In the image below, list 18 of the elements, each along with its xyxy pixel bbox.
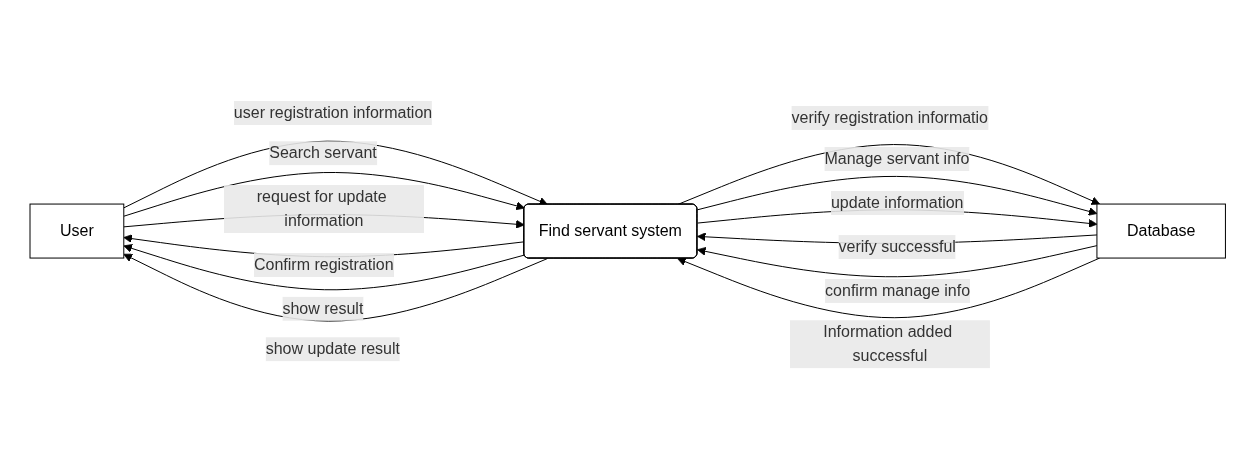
edge-label: confirm manage info [824,282,970,300]
edge-label: request for update information [256,188,387,230]
edge-label: update information [830,194,964,212]
node-box: Database [1096,203,1226,259]
edge-label: verify successful [838,238,956,256]
edge-label: Confirm registration [253,256,394,274]
edge-label: Search servant [268,144,377,162]
arrow [696,245,1098,278]
edge-label: verify registration informatio [791,109,988,127]
edge-label: user registration information [233,104,432,122]
edge-label: show result [282,300,364,318]
arrow [123,244,525,291]
arrow [696,176,1098,217]
edge-label: Manage servant info [824,150,970,168]
arrow [123,172,525,218]
node-box: User [29,203,125,259]
edge-label: Information added successful [822,323,952,365]
edge-label: show update result [265,340,400,358]
